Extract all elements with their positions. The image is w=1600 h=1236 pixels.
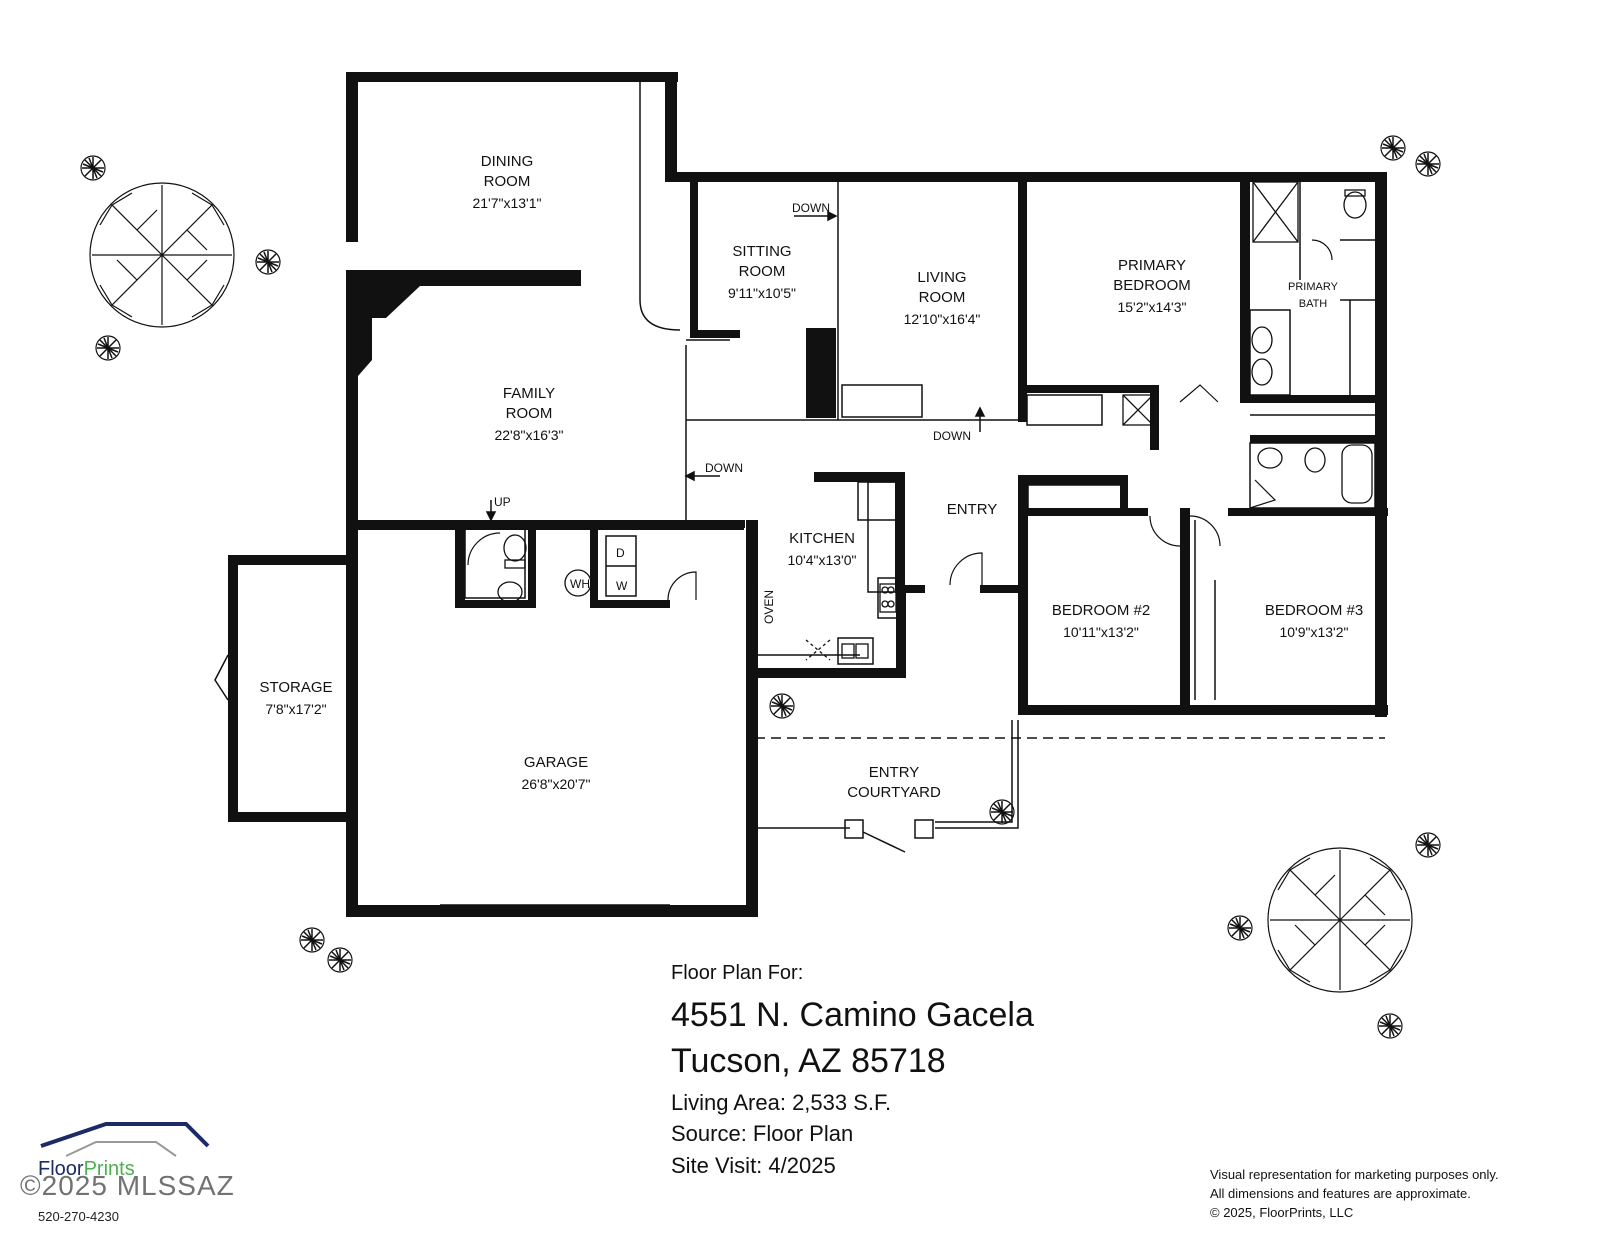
tree-icon (89, 182, 235, 328)
living-room-label: LIVING (917, 269, 966, 286)
logo-phone: 520-270-4230 (38, 1209, 119, 1224)
skylight-icon (1122, 394, 1154, 426)
toilet-icon (497, 581, 523, 603)
up-label: UP (494, 495, 511, 509)
storage-label: STORAGE (259, 679, 332, 696)
toilet-icon (1343, 189, 1367, 219)
primary-bedroom-label: PRIMARY (1118, 257, 1186, 274)
copyright: © 2025, FloorPrints, LLC (1210, 1205, 1354, 1220)
sink-icon (1257, 447, 1283, 469)
shrub-icon (1227, 915, 1253, 941)
bedroom-3-dim: 10'9"x13'2" (1279, 624, 1348, 640)
shrub-icon (299, 927, 325, 953)
fixtures (497, 181, 1373, 661)
sitting-room-label-2: ROOM (739, 263, 786, 280)
shrub-icon (80, 155, 106, 181)
living-room-dim: 12'10"x16'4" (904, 311, 981, 327)
down-label: DOWN (705, 461, 743, 475)
garage-label: GARAGE (524, 754, 588, 771)
shrub-icon (255, 249, 281, 275)
shrub-icon (769, 693, 795, 719)
storage-dim: 7'8"x17'2" (265, 701, 326, 717)
floorprints-logo: FloorPrints ©2025 MLSSAZ 520-270-4230 (20, 1116, 280, 1226)
address-line-1: 4551 N. Camino Gacela (671, 996, 1034, 1034)
courtyard-label: ENTRY (869, 764, 920, 781)
shower-icon (1252, 181, 1299, 243)
site-visit: Site Visit: 4/2025 (671, 1153, 836, 1178)
dryer-label: D (616, 546, 625, 560)
house-roof-icon (40, 1122, 210, 1157)
toilet-icon (1304, 447, 1326, 473)
family-room-label-2: ROOM (506, 405, 553, 422)
primary-bath-label-2: BATH (1299, 298, 1328, 310)
down-label: DOWN (792, 201, 830, 215)
door-swings (467, 239, 1333, 601)
bedroom-3-label: BEDROOM #3 (1265, 602, 1363, 619)
kitchen-label: KITCHEN (789, 530, 855, 547)
bedroom-2-label: BEDROOM #2 (1052, 602, 1150, 619)
shrub-icon (327, 947, 353, 973)
sink-icon (1251, 326, 1273, 386)
marker-labels: DOWN DOWN DOWN UP WH D W OVEN (494, 201, 971, 624)
dining-room-dim: 21'7"x13'1" (472, 195, 541, 211)
oven-label: OVEN (762, 590, 776, 624)
shrub-icon (1377, 1013, 1403, 1039)
disclaimer: Visual representation for marketing purp… (1210, 1165, 1499, 1222)
water-heater-label: WH (570, 577, 590, 591)
thin-lines (214, 76, 1385, 906)
shrub-icon (95, 335, 121, 361)
kitchen-sink-icon (841, 643, 869, 659)
primary-bath-label: PRIMARY (1288, 281, 1339, 293)
disclaimer-line: Visual representation for marketing purp… (1210, 1167, 1499, 1182)
dining-room-label: DINING (481, 153, 534, 170)
entry-label: ENTRY (947, 501, 998, 518)
address-line-2: Tucson, AZ 85718 (671, 1042, 946, 1080)
floor-plan-for-label: Floor Plan For: (671, 962, 804, 984)
sitting-room-label: SITTING (732, 243, 791, 260)
shrub-icon (989, 799, 1015, 825)
primary-bedroom-label-2: BEDROOM (1113, 277, 1191, 294)
family-room-dim: 22'8"x16'3" (494, 427, 563, 443)
sitting-room-dim: 9'11"x10'5" (728, 285, 796, 301)
dining-room-label-2: ROOM (484, 173, 531, 190)
down-label: DOWN (933, 429, 971, 443)
water-heater-icon (564, 569, 592, 597)
room-labels: DINING ROOM 21'7"x13'1" SITTING ROOM 9'1… (259, 153, 1363, 801)
living-area: Living Area: 2,533 S.F. (671, 1090, 892, 1115)
arrows (485, 210, 986, 522)
primary-bedroom-dim: 15'2"x14'3" (1117, 299, 1186, 315)
source: Source: Floor Plan (671, 1121, 854, 1146)
tree-icon (1267, 847, 1413, 993)
shrub-icon (1415, 832, 1441, 858)
family-room-label: FAMILY (503, 385, 555, 402)
watermark: ©2025 MLSSAZ (20, 1170, 235, 1201)
disclaimer-line: All dimensions and features are approxim… (1210, 1186, 1471, 1201)
kitchen-dim: 10'4"x13'0" (787, 552, 856, 568)
garage-dim: 26'8"x20'7" (521, 776, 590, 792)
courtyard-label-2: COURTYARD (847, 784, 941, 801)
toilet-icon (503, 534, 527, 569)
shrub-icon (1415, 151, 1441, 177)
shrub-icon (1380, 135, 1406, 161)
range-icon (879, 583, 897, 613)
logo-brand: FloorPrints (38, 1158, 135, 1180)
living-room-label-2: ROOM (919, 289, 966, 306)
bedroom-2-dim: 10'11"x13'2" (1063, 624, 1139, 640)
walls (228, 72, 1388, 917)
washer-label: W (616, 579, 628, 593)
tub-icon (1341, 444, 1373, 504)
